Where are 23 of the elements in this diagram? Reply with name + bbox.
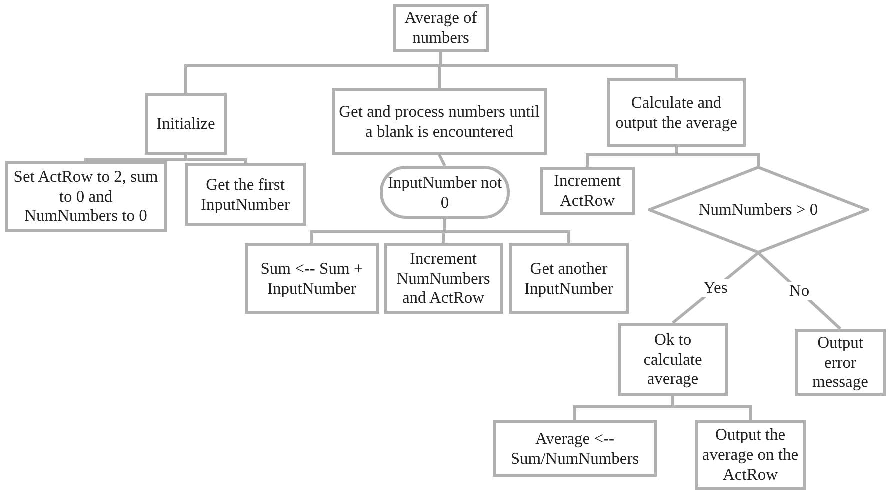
connector-line (672, 396, 752, 420)
process-box: Ok to calculate average (618, 323, 728, 396)
edge-label: Yes (702, 278, 730, 298)
process-box: Average <-- Sum/NumNumbers (493, 420, 657, 477)
process-box: Get and process numbers until a blank is encountered (332, 88, 547, 155)
process-box: Average of numbers (393, 4, 489, 52)
process-box: Increment NumNumbers and ActRow (384, 243, 503, 314)
process-box: Set ActRow to 2, sum to 0 and NumNumbers to 0 (5, 161, 167, 232)
process-box: Initialize (145, 93, 227, 155)
decision-diamond: NumNumbers > 0 (648, 166, 869, 254)
process-box: Increment ActRow (540, 167, 635, 215)
connector-line (438, 154, 446, 167)
process-box: Output error message (795, 329, 886, 396)
terminator-shape: InputNumber not 0 (380, 166, 510, 219)
process-box: Get another InputNumber (509, 243, 629, 314)
process-box: Calculate and output the average (607, 78, 746, 147)
connector-line (444, 219, 570, 243)
connector-line (675, 147, 760, 166)
process-box: Sum <-- Sum + InputNumber (245, 243, 379, 314)
edge-label: No (787, 282, 812, 300)
process-box: Get the first InputNumber (185, 163, 306, 226)
process-box: Output the average on the ActRow (695, 420, 806, 490)
connector-line (440, 52, 678, 78)
